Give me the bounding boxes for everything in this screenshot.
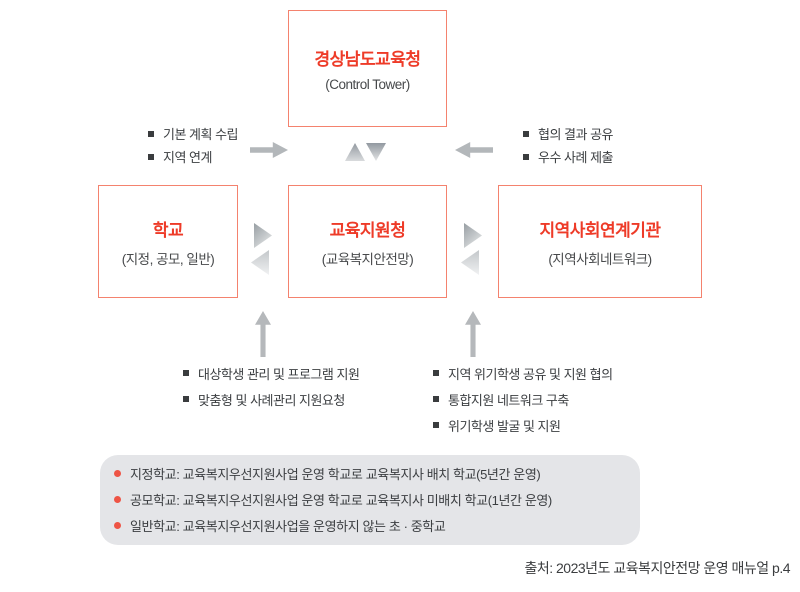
note-text: 지역 위기학생 공유 및 지원 협의 xyxy=(448,366,613,382)
square-bullet-icon xyxy=(523,153,529,160)
note-item: 맞춤형 및 사례관리 지원요청 xyxy=(183,386,359,412)
square-bullet-icon xyxy=(433,422,439,428)
note-item: 기본 계획 수립 xyxy=(148,122,238,145)
box-school-title: 학교 xyxy=(152,220,184,240)
up-down-arrows-icon xyxy=(345,143,386,161)
legend-text: 지정학교: 교육복지우선지원사업 운영 학교로 교육복지사 배치 학교(5년간 … xyxy=(130,466,541,482)
note-text: 우수 사례 제출 xyxy=(538,150,613,165)
note-text: 협의 결과 공유 xyxy=(538,127,613,142)
box-control-tower-subtitle: (Control Tower) xyxy=(325,77,410,92)
triangle-up-icon xyxy=(345,143,365,161)
box-control-tower: 경상남도교육청 (Control Tower) xyxy=(288,10,447,127)
note-item: 우수 사례 제출 xyxy=(523,145,613,168)
red-dot-icon xyxy=(114,495,121,503)
legend-item: 일반학교: 교육복지우선지원사업을 운영하지 않는 초 · 중학교 xyxy=(114,512,640,538)
box-education-office-subtitle: (교육복지안전망) xyxy=(321,251,414,267)
notes-top-right: 협의 결과 공유 우수 사례 제출 xyxy=(523,122,613,168)
legend-item: 공모학교: 교육복지우선지원사업 운영 학교로 교육복지사 미배치 학교(1년간… xyxy=(114,486,640,512)
square-bullet-icon xyxy=(148,130,154,137)
box-community-agency-subtitle: (지역사회네트워크) xyxy=(548,251,652,267)
box-control-tower-title: 경상남도교육청 xyxy=(314,50,421,69)
chevron-right-icon xyxy=(464,223,482,248)
notes-bottom-left: 대상학생 관리 및 프로그램 지원 맞춤형 및 사례관리 지원요청 xyxy=(183,360,360,412)
box-community-agency: 지역사회연계기관 (지역사회네트워크) xyxy=(498,185,702,298)
notes-bottom-right: 지역 위기학생 공유 및 지원 협의 통합지원 네트워크 구축 위기학생 발굴 … xyxy=(433,360,613,438)
square-bullet-icon xyxy=(523,130,529,137)
triangle-down-icon xyxy=(366,143,386,161)
source-caption: 출처: 2023년도 교육복지안전망 운영 매뉴얼 p.4 xyxy=(524,560,790,576)
square-bullet-icon xyxy=(433,396,439,402)
up-arrow-icon xyxy=(465,311,481,357)
note-text: 대상학생 관리 및 프로그램 지원 xyxy=(198,366,360,382)
note-item: 지역 연계 xyxy=(148,145,238,168)
note-item: 협의 결과 공유 xyxy=(523,122,613,145)
note-item: 통합지원 네트워크 구축 xyxy=(433,386,613,412)
arrow-right-icon xyxy=(250,142,288,158)
legend-item: 지정학교: 교육복지우선지원사업 운영 학교로 교육복지사 배치 학교(5년간 … xyxy=(114,460,640,486)
legend-text: 일반학교: 교육복지우선지원사업을 운영하지 않는 초 · 중학교 xyxy=(130,518,446,534)
square-bullet-icon xyxy=(183,396,189,402)
chevron-left-icon xyxy=(461,250,479,275)
note-text: 기본 계획 수립 xyxy=(163,127,238,142)
note-item: 위기학생 발굴 및 지원 xyxy=(433,412,613,438)
box-education-office-title: 교육지원청 xyxy=(329,220,406,240)
note-text: 지역 연계 xyxy=(163,150,212,165)
square-bullet-icon xyxy=(148,153,154,160)
box-school-subtitle: (지정, 공모, 일반) xyxy=(121,251,215,267)
legend-box: 지정학교: 교육복지우선지원사업 운영 학교로 교육복지사 배치 학교(5년간 … xyxy=(100,455,640,545)
note-text: 맞춤형 및 사례관리 지원요청 xyxy=(198,392,345,408)
chevron-right-icon xyxy=(254,223,272,248)
arrow-left-icon xyxy=(455,142,493,158)
note-item: 지역 위기학생 공유 및 지원 협의 xyxy=(433,360,613,386)
red-dot-icon xyxy=(114,469,121,477)
chevron-left-icon xyxy=(251,250,269,275)
note-item: 대상학생 관리 및 프로그램 지원 xyxy=(183,360,360,386)
box-community-agency-title: 지역사회연계기관 xyxy=(539,220,661,240)
note-text: 통합지원 네트워크 구축 xyxy=(448,392,569,408)
legend-text: 공모학교: 교육복지우선지원사업 운영 학교로 교육복지사 미배치 학교(1년간… xyxy=(130,492,552,508)
up-arrow-icon xyxy=(255,311,271,357)
red-dot-icon xyxy=(114,521,121,529)
note-text: 위기학생 발굴 및 지원 xyxy=(448,418,561,434)
box-school: 학교 (지정, 공모, 일반) xyxy=(98,185,238,298)
notes-top-left: 기본 계획 수립 지역 연계 xyxy=(148,122,238,168)
square-bullet-icon xyxy=(433,370,439,376)
square-bullet-icon xyxy=(183,370,189,376)
box-education-office: 교육지원청 (교육복지안전망) xyxy=(288,185,447,298)
